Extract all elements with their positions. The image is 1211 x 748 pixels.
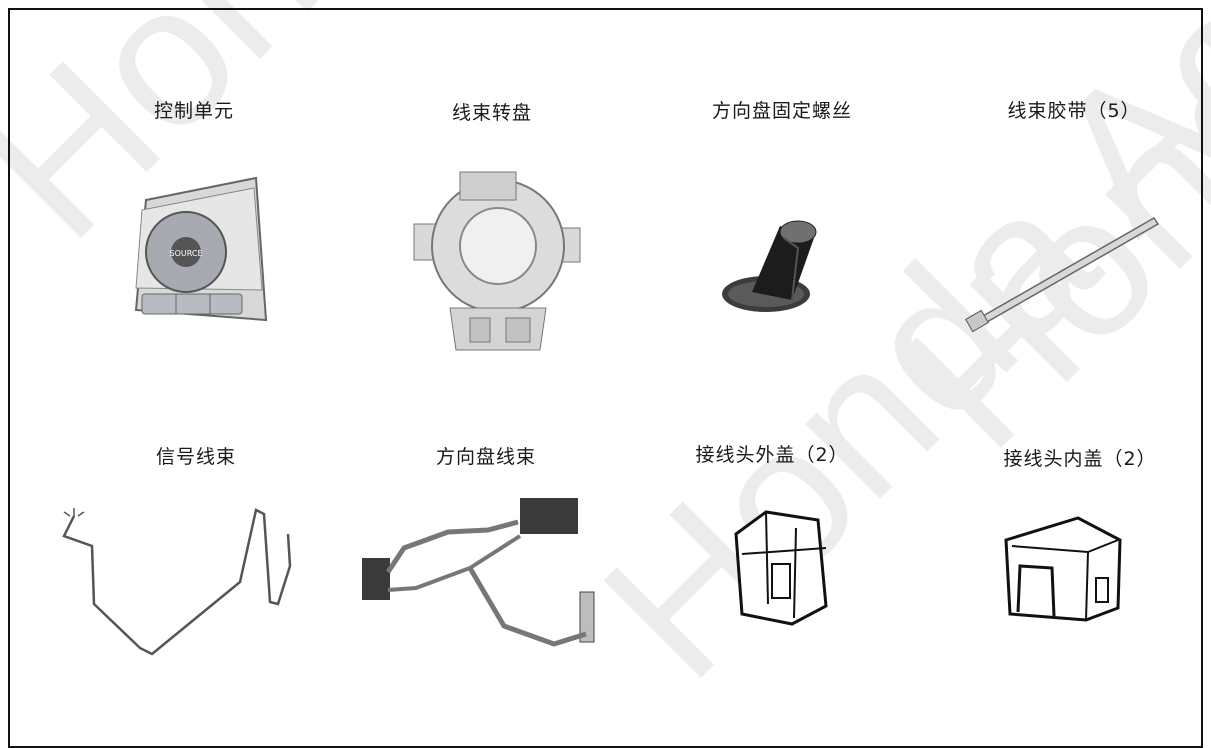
connector-inner-cover-icon <box>1002 516 1127 626</box>
clock-spring-icon <box>410 168 585 353</box>
screw-icon <box>722 208 834 318</box>
control-unit-icon: SOURCE <box>116 170 276 330</box>
part-label-cable-tie: 线束胶带（5） <box>1007 100 1141 122</box>
svg-text:SOURCE: SOURCE <box>169 249 202 258</box>
part-label-inner-cover: 接线头内盖（2） <box>1003 448 1157 470</box>
signal-harness-icon <box>56 506 306 661</box>
part-label-signal-harness: 信号线束 <box>155 446 236 468</box>
part-label-clock-spring: 线束转盘 <box>451 102 532 124</box>
part-label-outer-cover: 接线头外盖（2） <box>695 444 849 466</box>
steering-harness-icon <box>358 496 603 656</box>
part-label-steering-harness: 方向盘线束 <box>435 446 536 468</box>
part-label-control-unit: 控制单元 <box>153 100 234 122</box>
connector-outer-cover-icon <box>722 508 842 628</box>
cable-tie-icon <box>960 212 1165 342</box>
part-label-screw: 方向盘固定螺丝 <box>711 100 852 122</box>
